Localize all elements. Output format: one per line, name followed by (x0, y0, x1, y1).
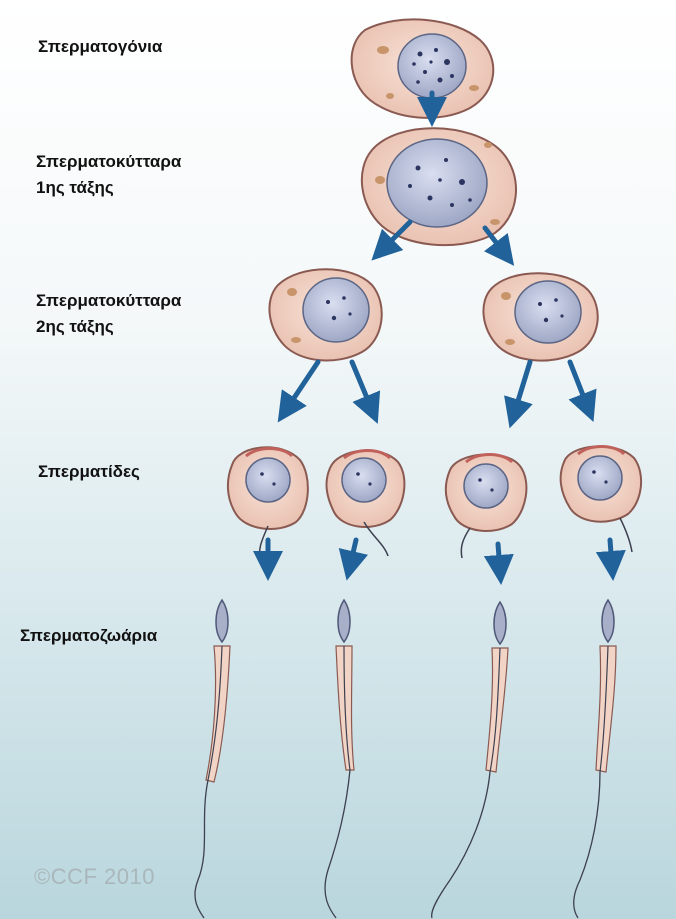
primary-spermatocyte-cell (362, 128, 516, 245)
spermatogonium-cell (352, 19, 494, 117)
arrow-spermatid-4-spermatozoon (610, 540, 612, 566)
copyright-notice: ©CCF 2010 (34, 864, 155, 890)
arrow-secondary-left-spermatid-1 (286, 362, 318, 410)
arrow-spermatid-2-spermatozoon (350, 540, 356, 566)
spermatozoon-4 (574, 600, 616, 918)
secondary-spermatocyte-right (483, 273, 597, 360)
arrow-secondary-left-spermatid-2 (352, 362, 372, 410)
arrow-secondary-right-spermatid-4 (570, 362, 588, 408)
label-spermatids: Σπερματίδες (38, 459, 140, 485)
arrow-secondary-right-spermatid-3 (514, 362, 530, 414)
secondary-spermatocyte-left (269, 269, 381, 360)
spermatozoon-2 (325, 600, 354, 918)
spermatid-2 (327, 451, 405, 557)
spermatid-3 (446, 454, 527, 558)
spermatid-4 (561, 446, 641, 552)
label-primary-spermatocytes: Σπερματοκύτταρα 1ης τάξης (36, 149, 181, 201)
label-secondary-spermatocytes: Σπερματοκύτταρα 2ης τάξης (36, 288, 181, 340)
spermatozoon-3 (432, 602, 508, 918)
arrow-spermatid-3-spermatozoon (498, 544, 500, 570)
label-spermatozoa: Σπερματοζωάρια (20, 623, 157, 649)
label-spermatogonia: Σπερματογόνια (38, 34, 162, 60)
spermatozoon-1 (195, 600, 230, 918)
